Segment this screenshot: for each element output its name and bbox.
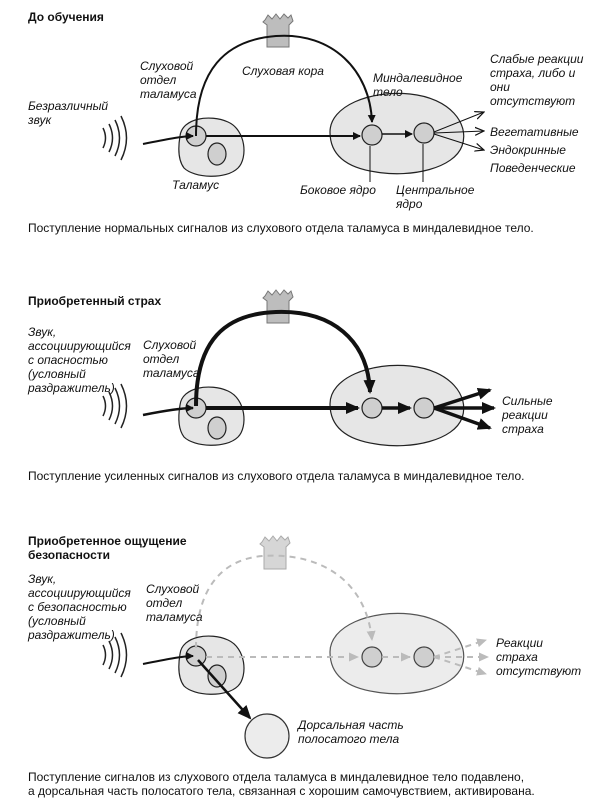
central-nucleus-node xyxy=(413,397,435,419)
panel2-caption: Поступление усиленных сигналов из слухов… xyxy=(28,469,525,483)
panel2-title: Приобретенный страх xyxy=(28,294,162,308)
autonomic-label: Вегетативные xyxy=(490,125,579,139)
panel3-title: Приобретенное ощущение безопасности xyxy=(28,534,187,562)
panel3-caption-line2: а дорсальная часть полосатого тела, связ… xyxy=(28,784,535,798)
lateral-nucleus-node xyxy=(361,646,383,668)
lateral-nucleus-label: Боковое ядро xyxy=(300,183,376,197)
auditory-cortex-icon xyxy=(259,535,291,570)
thalamus-label: Таламус xyxy=(172,178,220,192)
thalamus-shape xyxy=(178,635,245,695)
auditory-cortex-icon xyxy=(262,289,294,324)
danger-sound-label: Звук, ассоциирующийся с опасностью (усло… xyxy=(28,325,131,395)
auditory-cortex-label: Слуховая кора xyxy=(242,64,324,78)
safety-sound-label: Звук, ассоциирующийся с безопасностью (у… xyxy=(28,572,131,642)
panel1-title: До обучения xyxy=(28,10,104,24)
auditory-cortex-icon xyxy=(262,13,294,48)
weak-fear-label: Слабые реакции страха, либо и они отсутс… xyxy=(490,52,584,108)
panel3-drawing xyxy=(102,535,489,759)
lateral-nucleus-node xyxy=(361,124,383,146)
lateral-nucleus-node xyxy=(361,397,383,419)
central-nucleus-label: Центральное ядро xyxy=(396,183,475,211)
no-fear-label: Реакции страха отсутствуют xyxy=(496,636,582,678)
central-nucleus-node xyxy=(413,122,435,144)
endocrine-label: Эндокринные xyxy=(490,143,566,157)
sound-wave-icon xyxy=(102,383,128,429)
panel3-caption-line1: Поступление сигналов из слухового отдела… xyxy=(28,770,525,784)
panel1-drawing xyxy=(102,13,484,182)
amygdala-label: Миндалевидное тело xyxy=(373,71,463,99)
sound-wave-icon xyxy=(102,115,128,161)
dorsal-striatum-node xyxy=(244,713,290,759)
auditory-thalamus-label: Слуховой отдел таламуса xyxy=(146,582,203,624)
central-nucleus-node xyxy=(413,646,435,668)
behavioral-label: Поведенческие xyxy=(490,161,576,175)
neutral-sound-label: Безразличный звук xyxy=(28,99,109,127)
auditory-thalamus-label: Слуховой отдел таламуса xyxy=(143,338,200,380)
panel2-drawing xyxy=(102,289,496,447)
dorsal-striatum-label: Дорсальная часть полосатого тела xyxy=(298,718,404,746)
strong-fear-label: Сильные реакции страха xyxy=(502,394,553,436)
panel1-caption: Поступление нормальных сигналов из слухо… xyxy=(28,221,534,235)
auditory-thalamus-label: Слуховой отдел таламуса xyxy=(140,59,197,101)
amygdala-shape xyxy=(329,612,465,695)
sound-wave-icon xyxy=(102,632,128,678)
